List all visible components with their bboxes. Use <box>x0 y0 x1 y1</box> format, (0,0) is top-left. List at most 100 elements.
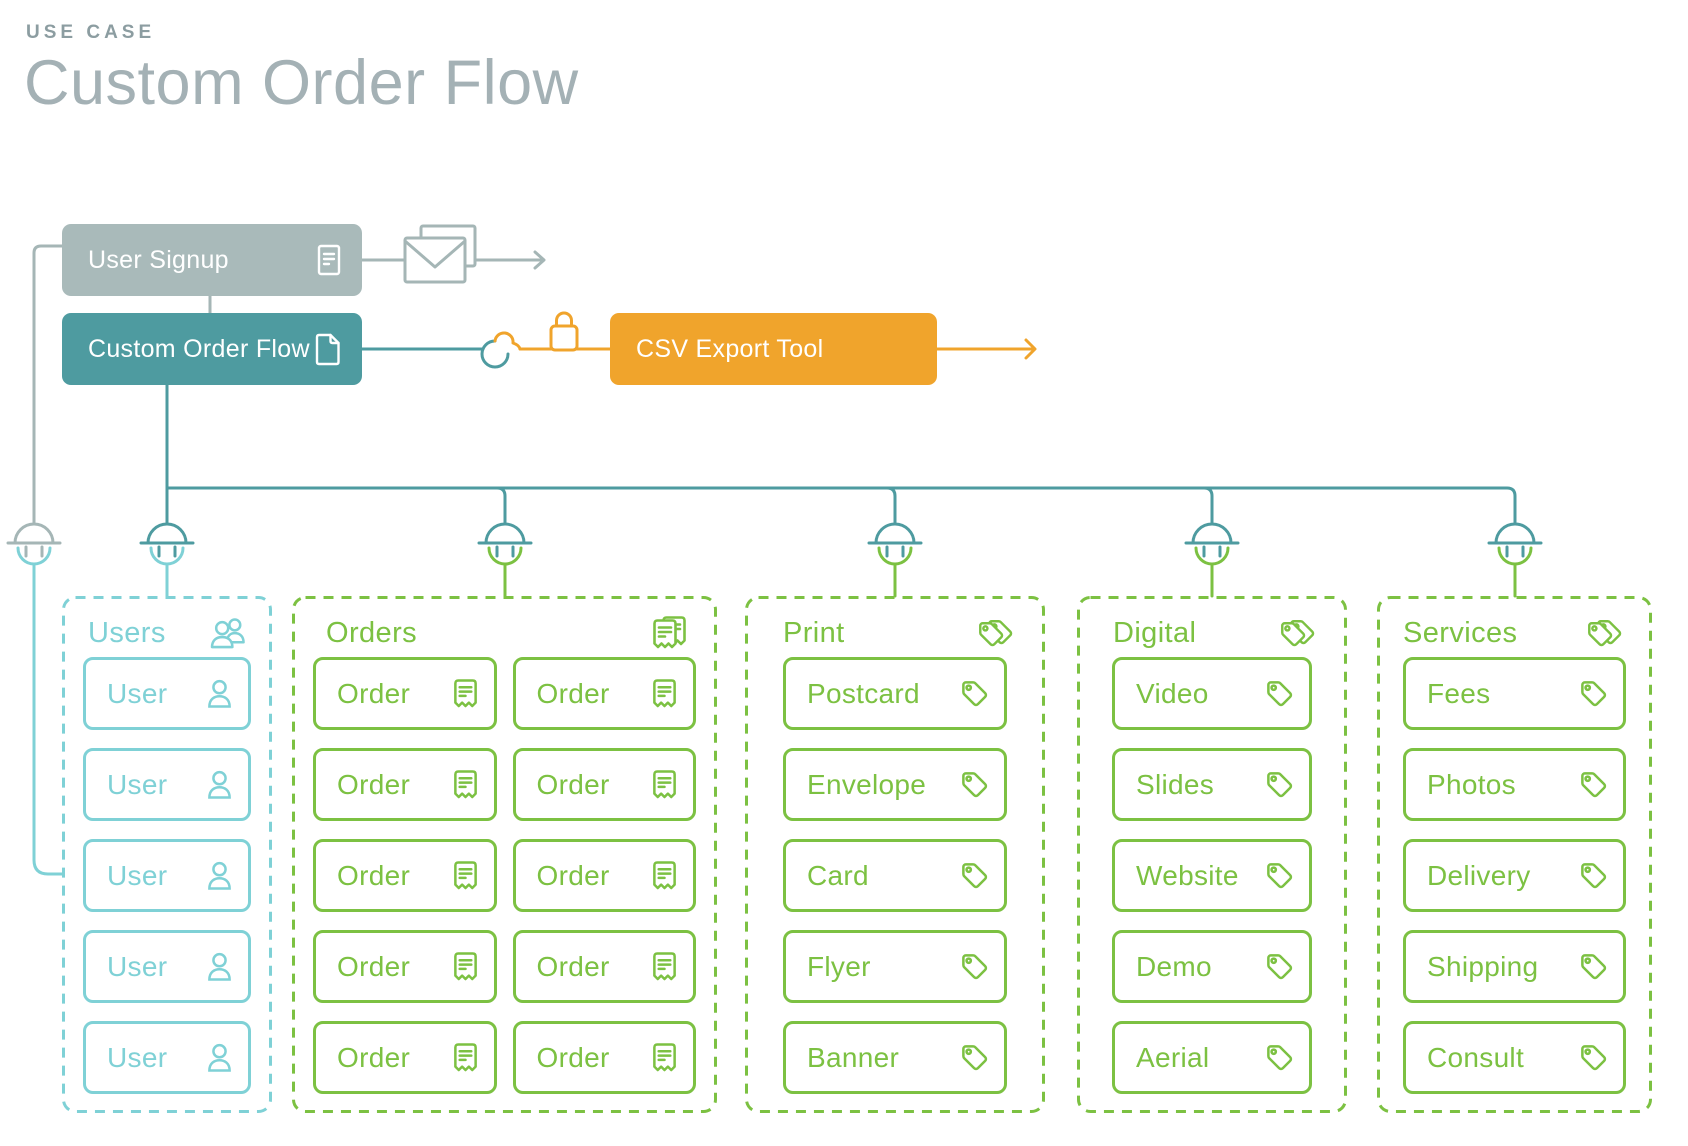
list-item: Order <box>313 839 497 912</box>
receipt-icon <box>453 1043 477 1072</box>
tags-icon <box>1588 619 1622 646</box>
item-label: User <box>107 768 168 800</box>
tag-icon <box>1581 1045 1607 1071</box>
item-label: Order <box>337 859 411 891</box>
user-icon <box>208 1043 231 1072</box>
list-item: Consult <box>1403 1021 1626 1094</box>
node-custom-order-flow: Custom Order Flow <box>62 313 362 385</box>
tags-icon <box>979 619 1013 646</box>
item-label: Consult <box>1427 1041 1525 1073</box>
group-border <box>745 596 1045 1113</box>
receipt-icon <box>453 770 477 799</box>
connector-signup-left-feeder <box>32 244 64 526</box>
item-label: User <box>107 859 168 891</box>
tag-icon <box>1267 772 1293 798</box>
plug-socket <box>487 546 523 566</box>
list-item: Postcard <box>783 657 1007 730</box>
item-label: User <box>107 1041 168 1073</box>
item-label: Order <box>536 677 610 709</box>
list-item: Order <box>313 748 497 821</box>
list-item: Order <box>512 657 696 730</box>
item-label: Video <box>1136 677 1209 709</box>
receipts-icon <box>653 616 686 649</box>
item-label: Order <box>536 1041 610 1073</box>
list-item: User <box>83 1021 251 1094</box>
list-item: Order <box>512 1021 696 1094</box>
list-item: Card <box>783 839 1007 912</box>
users-icon <box>210 618 245 649</box>
item-label: Banner <box>807 1041 900 1073</box>
tag-icon <box>1267 863 1293 889</box>
item-label: Demo <box>1136 950 1212 982</box>
tag-icon <box>1267 681 1293 707</box>
user-icon <box>208 952 231 981</box>
tag-icon <box>962 772 988 798</box>
kicker: USE CASE <box>26 22 156 43</box>
item-label: Fees <box>1427 677 1491 709</box>
tag-icon <box>1581 863 1607 889</box>
receipt-icon <box>653 1043 676 1072</box>
receipt-icon <box>653 861 676 890</box>
group-label: Users <box>88 616 166 649</box>
item-label: Order <box>337 1041 411 1073</box>
item-label: Website <box>1136 859 1239 891</box>
node-csv-export-tool: CSV Export Tool <box>610 313 937 385</box>
plug-socket <box>149 546 185 566</box>
connector-feeder-to-users <box>32 562 64 876</box>
node-label: Custom Order Flow <box>88 334 310 363</box>
group-border <box>1077 596 1347 1113</box>
list-item: User <box>83 839 251 912</box>
connector-bus <box>165 486 1517 526</box>
list-item: Envelope <box>783 748 1007 821</box>
item-label: Order <box>337 677 411 709</box>
receipt-icon <box>453 861 477 890</box>
group-orders: Orders Order Order Order Order <box>292 596 717 1113</box>
user-icon <box>208 770 231 799</box>
node-user-signup: User Signup <box>62 224 362 296</box>
user-icon <box>208 861 231 890</box>
group-label: Services <box>1403 616 1518 649</box>
list-item: Order <box>313 657 497 730</box>
connector-stub-print <box>885 486 897 526</box>
group-border <box>1377 596 1652 1113</box>
arrow-icon <box>1024 338 1037 360</box>
item-label: Slides <box>1136 768 1215 800</box>
item-label: Flyer <box>807 950 871 982</box>
tag-icon <box>962 954 988 980</box>
list-item: Video <box>1112 657 1312 730</box>
receipt-icon <box>453 679 477 708</box>
tag-icon <box>962 681 988 707</box>
list-item: Shipping <box>1403 930 1626 1003</box>
group-label: Print <box>783 616 845 649</box>
item-label: Order <box>536 768 610 800</box>
tag-icon <box>1581 772 1607 798</box>
item-label: Aerial <box>1136 1041 1210 1073</box>
receipt-icon <box>653 679 676 708</box>
group-label: Orders <box>326 616 418 649</box>
item-label: User <box>107 950 168 982</box>
list-item: Aerial <box>1112 1021 1312 1094</box>
arrow-icon <box>533 250 546 270</box>
tags-icon <box>1281 619 1315 646</box>
lock-icon <box>549 311 579 352</box>
envelope-icon <box>403 224 477 284</box>
item-label: Card <box>807 859 869 891</box>
item-label: Order <box>536 859 610 891</box>
tag-icon <box>1267 954 1293 980</box>
list-item: Order <box>313 1021 497 1094</box>
page-icon <box>315 333 340 365</box>
group-label: Digital <box>1113 616 1197 649</box>
connector-stub-orders <box>495 486 507 526</box>
list-item: User <box>83 657 251 730</box>
group-print: Print Postcard Envelope Card Flyer <box>745 596 1045 1113</box>
list-item: Photos <box>1403 748 1626 821</box>
plug-socket <box>1497 546 1533 566</box>
hook-icon <box>480 339 510 369</box>
plug-icon <box>139 522 1543 558</box>
tag-icon <box>962 863 988 889</box>
item-label: Postcard <box>807 677 920 709</box>
tag-icon <box>1581 954 1607 980</box>
page-header: USE CASE Custom Order Flow <box>24 22 579 116</box>
item-label: Envelope <box>807 768 927 800</box>
